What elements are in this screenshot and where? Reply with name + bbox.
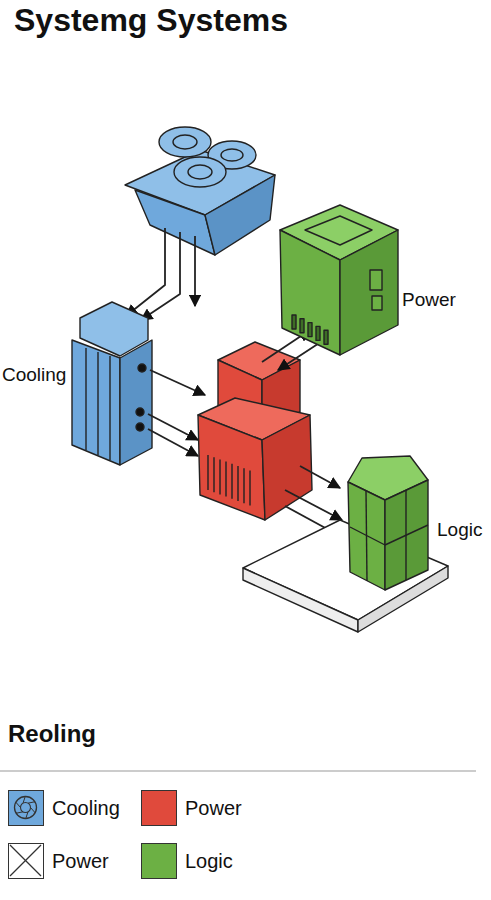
legend-text: Logic [185,850,233,873]
legend-entry: Logic [141,843,233,879]
component-unit: Logic [345,450,488,595]
legend-text: Cooling [52,797,120,820]
legend-text: Power [52,850,109,873]
component-label: Cooling [2,364,66,386]
legend-entry: Cooling [8,790,120,826]
legend-heading: Reoling [8,720,96,748]
legend-swatch [141,843,177,879]
component-unit: Cooling [2,298,154,468]
component-label: Power [402,289,456,311]
legend-swatch [141,790,177,826]
component-label: Logic [437,519,482,541]
legend-swatch [8,843,44,879]
title: Systemg Systems [14,2,288,39]
component-unit: Power [278,203,464,358]
legend-entry: Power [8,843,109,879]
legend-swatch [8,790,44,826]
legend-entry: Power [141,790,242,826]
legend-text: Power [185,797,242,820]
